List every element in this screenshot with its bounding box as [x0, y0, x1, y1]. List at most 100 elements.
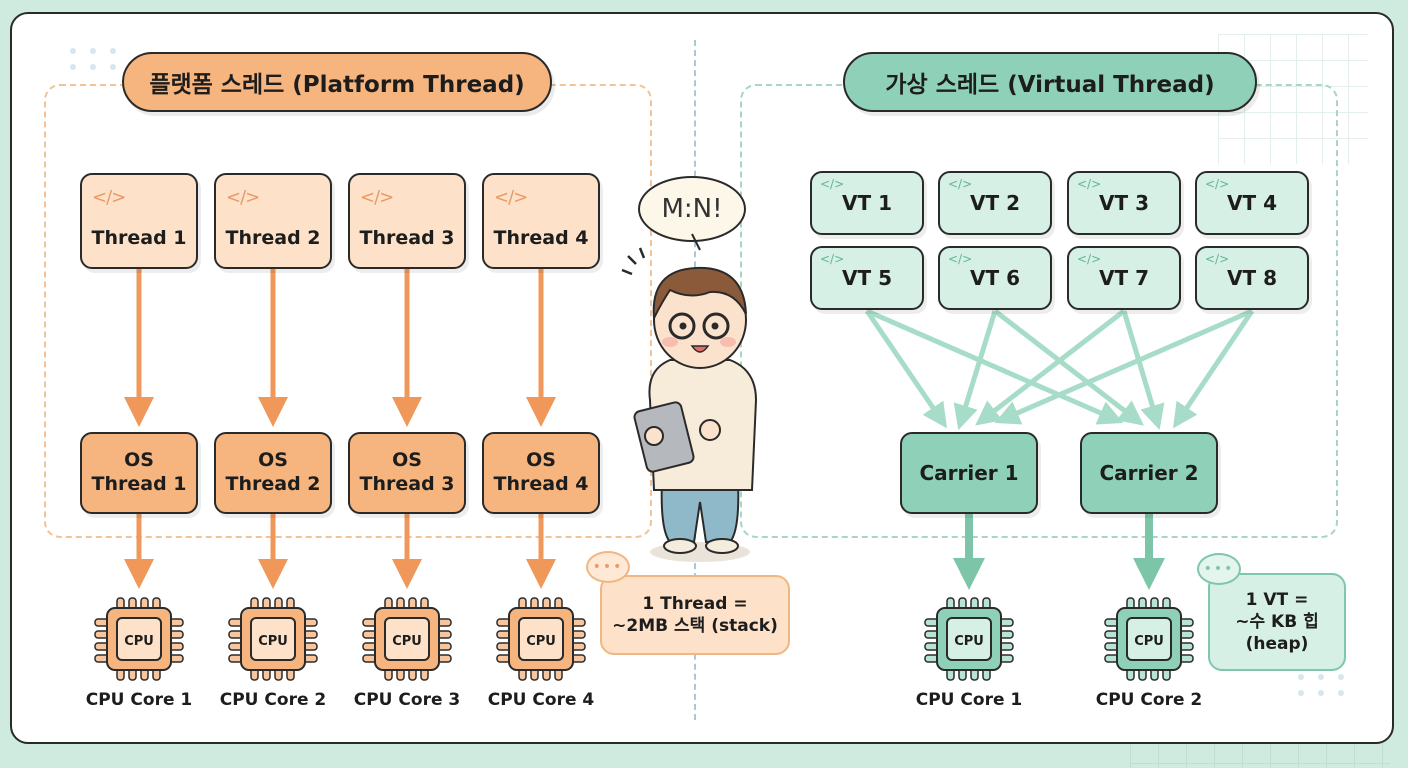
- virtual-thread-node: </>VT 4: [1195, 171, 1309, 235]
- node-label: Thread 4: [493, 473, 589, 495]
- node-label: VT 5: [842, 266, 892, 290]
- node-label: VT 2: [970, 191, 1020, 215]
- cpu-chip-icon: CPU: [94, 597, 184, 681]
- note-line: (heap): [1245, 634, 1309, 655]
- node-label: OS: [124, 449, 154, 472]
- code-icon: </>: [1077, 252, 1102, 266]
- vt-to-carrier-arrow: [993, 309, 1144, 426]
- platform-memory-note: 1 Thread =~2MB 스택 (stack): [600, 575, 790, 655]
- cpu-core: CPU CPU Core 1: [909, 594, 1029, 710]
- cpu-core-label: CPU Core 1: [915, 690, 1023, 710]
- vt-to-carrier-arrow: [864, 309, 948, 429]
- note-line: 1 VT =: [1245, 589, 1309, 610]
- node-label: OS: [526, 449, 556, 472]
- note-line: ~수 KB 힙: [1235, 611, 1319, 632]
- code-icon: </>: [948, 177, 973, 191]
- svg-text:CPU: CPU: [954, 634, 984, 649]
- node-label: Thread 2: [225, 473, 321, 495]
- virtual-thread-node: </>VT 7: [1067, 246, 1181, 310]
- code-icon: </>: [92, 187, 126, 208]
- chat-bubble-icon: •••: [586, 551, 630, 583]
- platform-thread-node: </> Thread 3: [348, 173, 466, 269]
- cpu-core: CPU CPU Core 4: [481, 594, 601, 710]
- excitement-marks-icon: [621, 247, 646, 276]
- node-label: Thread 1: [91, 227, 187, 249]
- node-label: VT 8: [1227, 266, 1277, 290]
- virtual-thread-title: 가상 스레드 (Virtual Thread): [843, 52, 1257, 112]
- cpu-core-label: CPU Core 1: [85, 690, 193, 710]
- node-label: VT 6: [970, 266, 1020, 290]
- tablet-icon: [633, 401, 695, 473]
- carrier-thread-node: Carrier 1: [900, 432, 1038, 514]
- dots-decoration: [70, 48, 118, 70]
- code-icon: </>: [1077, 177, 1102, 191]
- cpu-chip-icon: CPU: [228, 597, 318, 681]
- svg-text:CPU: CPU: [124, 634, 154, 649]
- dots-decoration: [1298, 674, 1346, 696]
- mascot-illustration: [621, 233, 758, 562]
- note-line: ~2MB 스택 (stack): [612, 616, 778, 636]
- code-icon: </>: [1205, 252, 1230, 266]
- platform-thread-node: </> Thread 2: [214, 173, 332, 269]
- cpu-core-label: CPU Core 4: [487, 690, 595, 710]
- code-icon: </>: [820, 252, 845, 266]
- note-line: 1 Thread =: [642, 593, 748, 614]
- node-label: OS: [258, 449, 288, 472]
- node-label: Thread 3: [359, 227, 455, 249]
- vt-to-carrier-arrow: [1121, 310, 1165, 430]
- cpu-chip-icon: CPU: [362, 597, 452, 681]
- node-label: Thread 4: [493, 227, 589, 249]
- virtual-thread-node: </>VT 8: [1195, 246, 1309, 310]
- cpu-chip-icon: CPU: [496, 597, 586, 681]
- code-icon: </>: [948, 252, 973, 266]
- code-icon: </>: [820, 177, 845, 191]
- platform-thread-title: 플랫폼 스레드 (Platform Thread): [122, 52, 552, 112]
- cpu-core-label: CPU Core 3: [353, 690, 461, 710]
- cpu-core: CPU CPU Core 2: [213, 594, 333, 710]
- node-label: VT 1: [842, 191, 892, 215]
- vt-to-carrier-arrow: [1173, 309, 1255, 429]
- vt-to-carrier-arrow: [975, 309, 1126, 426]
- virtual-thread-node: </>VT 5: [810, 246, 924, 310]
- vt-to-carrier-arrow: [994, 308, 1253, 425]
- code-icon: </>: [360, 187, 394, 208]
- virtual-memory-note: 1 VT =~수 KB 힙(heap): [1208, 573, 1346, 671]
- node-label: Thread 3: [359, 473, 455, 495]
- cpu-core-label: CPU Core 2: [219, 690, 327, 710]
- svg-text:CPU: CPU: [1134, 634, 1164, 649]
- cpu-chip-icon: CPU: [1104, 597, 1194, 681]
- cpu-core: CPU CPU Core 2: [1089, 594, 1209, 710]
- vt-to-carrier-arrow: [953, 310, 998, 430]
- cpu-chip-icon: CPU: [924, 597, 1014, 681]
- code-icon: </>: [494, 187, 528, 208]
- svg-text:CPU: CPU: [258, 634, 288, 649]
- node-label: VT 3: [1099, 191, 1149, 215]
- node-label: OS: [392, 449, 422, 472]
- code-icon: </>: [226, 187, 260, 208]
- vt-to-carrier-arrow: [865, 308, 1124, 425]
- cpu-core-label: CPU Core 2: [1095, 690, 1203, 710]
- node-label: Thread 2: [225, 227, 321, 249]
- mascot-speech-bubble: M:N!: [638, 176, 746, 242]
- node-label: Carrier 2: [1099, 461, 1199, 485]
- svg-text:CPU: CPU: [526, 634, 556, 649]
- carrier-thread-node: Carrier 2: [1080, 432, 1218, 514]
- platform-thread-node: </> Thread 1: [80, 173, 198, 269]
- node-label: Carrier 1: [919, 461, 1019, 485]
- code-icon: </>: [1205, 177, 1230, 191]
- node-label: VT 4: [1227, 191, 1277, 215]
- chat-bubble-icon: •••: [1197, 553, 1241, 585]
- virtual-thread-node: </>VT 3: [1067, 171, 1181, 235]
- cpu-core: CPU CPU Core 3: [347, 594, 467, 710]
- platform-thread-node: </> Thread 4: [482, 173, 600, 269]
- node-label: Thread 1: [91, 473, 187, 495]
- virtual-thread-node: </>VT 2: [938, 171, 1052, 235]
- node-label: VT 7: [1099, 266, 1149, 290]
- virtual-thread-node: </>VT 6: [938, 246, 1052, 310]
- virtual-thread-node: </>VT 1: [810, 171, 924, 235]
